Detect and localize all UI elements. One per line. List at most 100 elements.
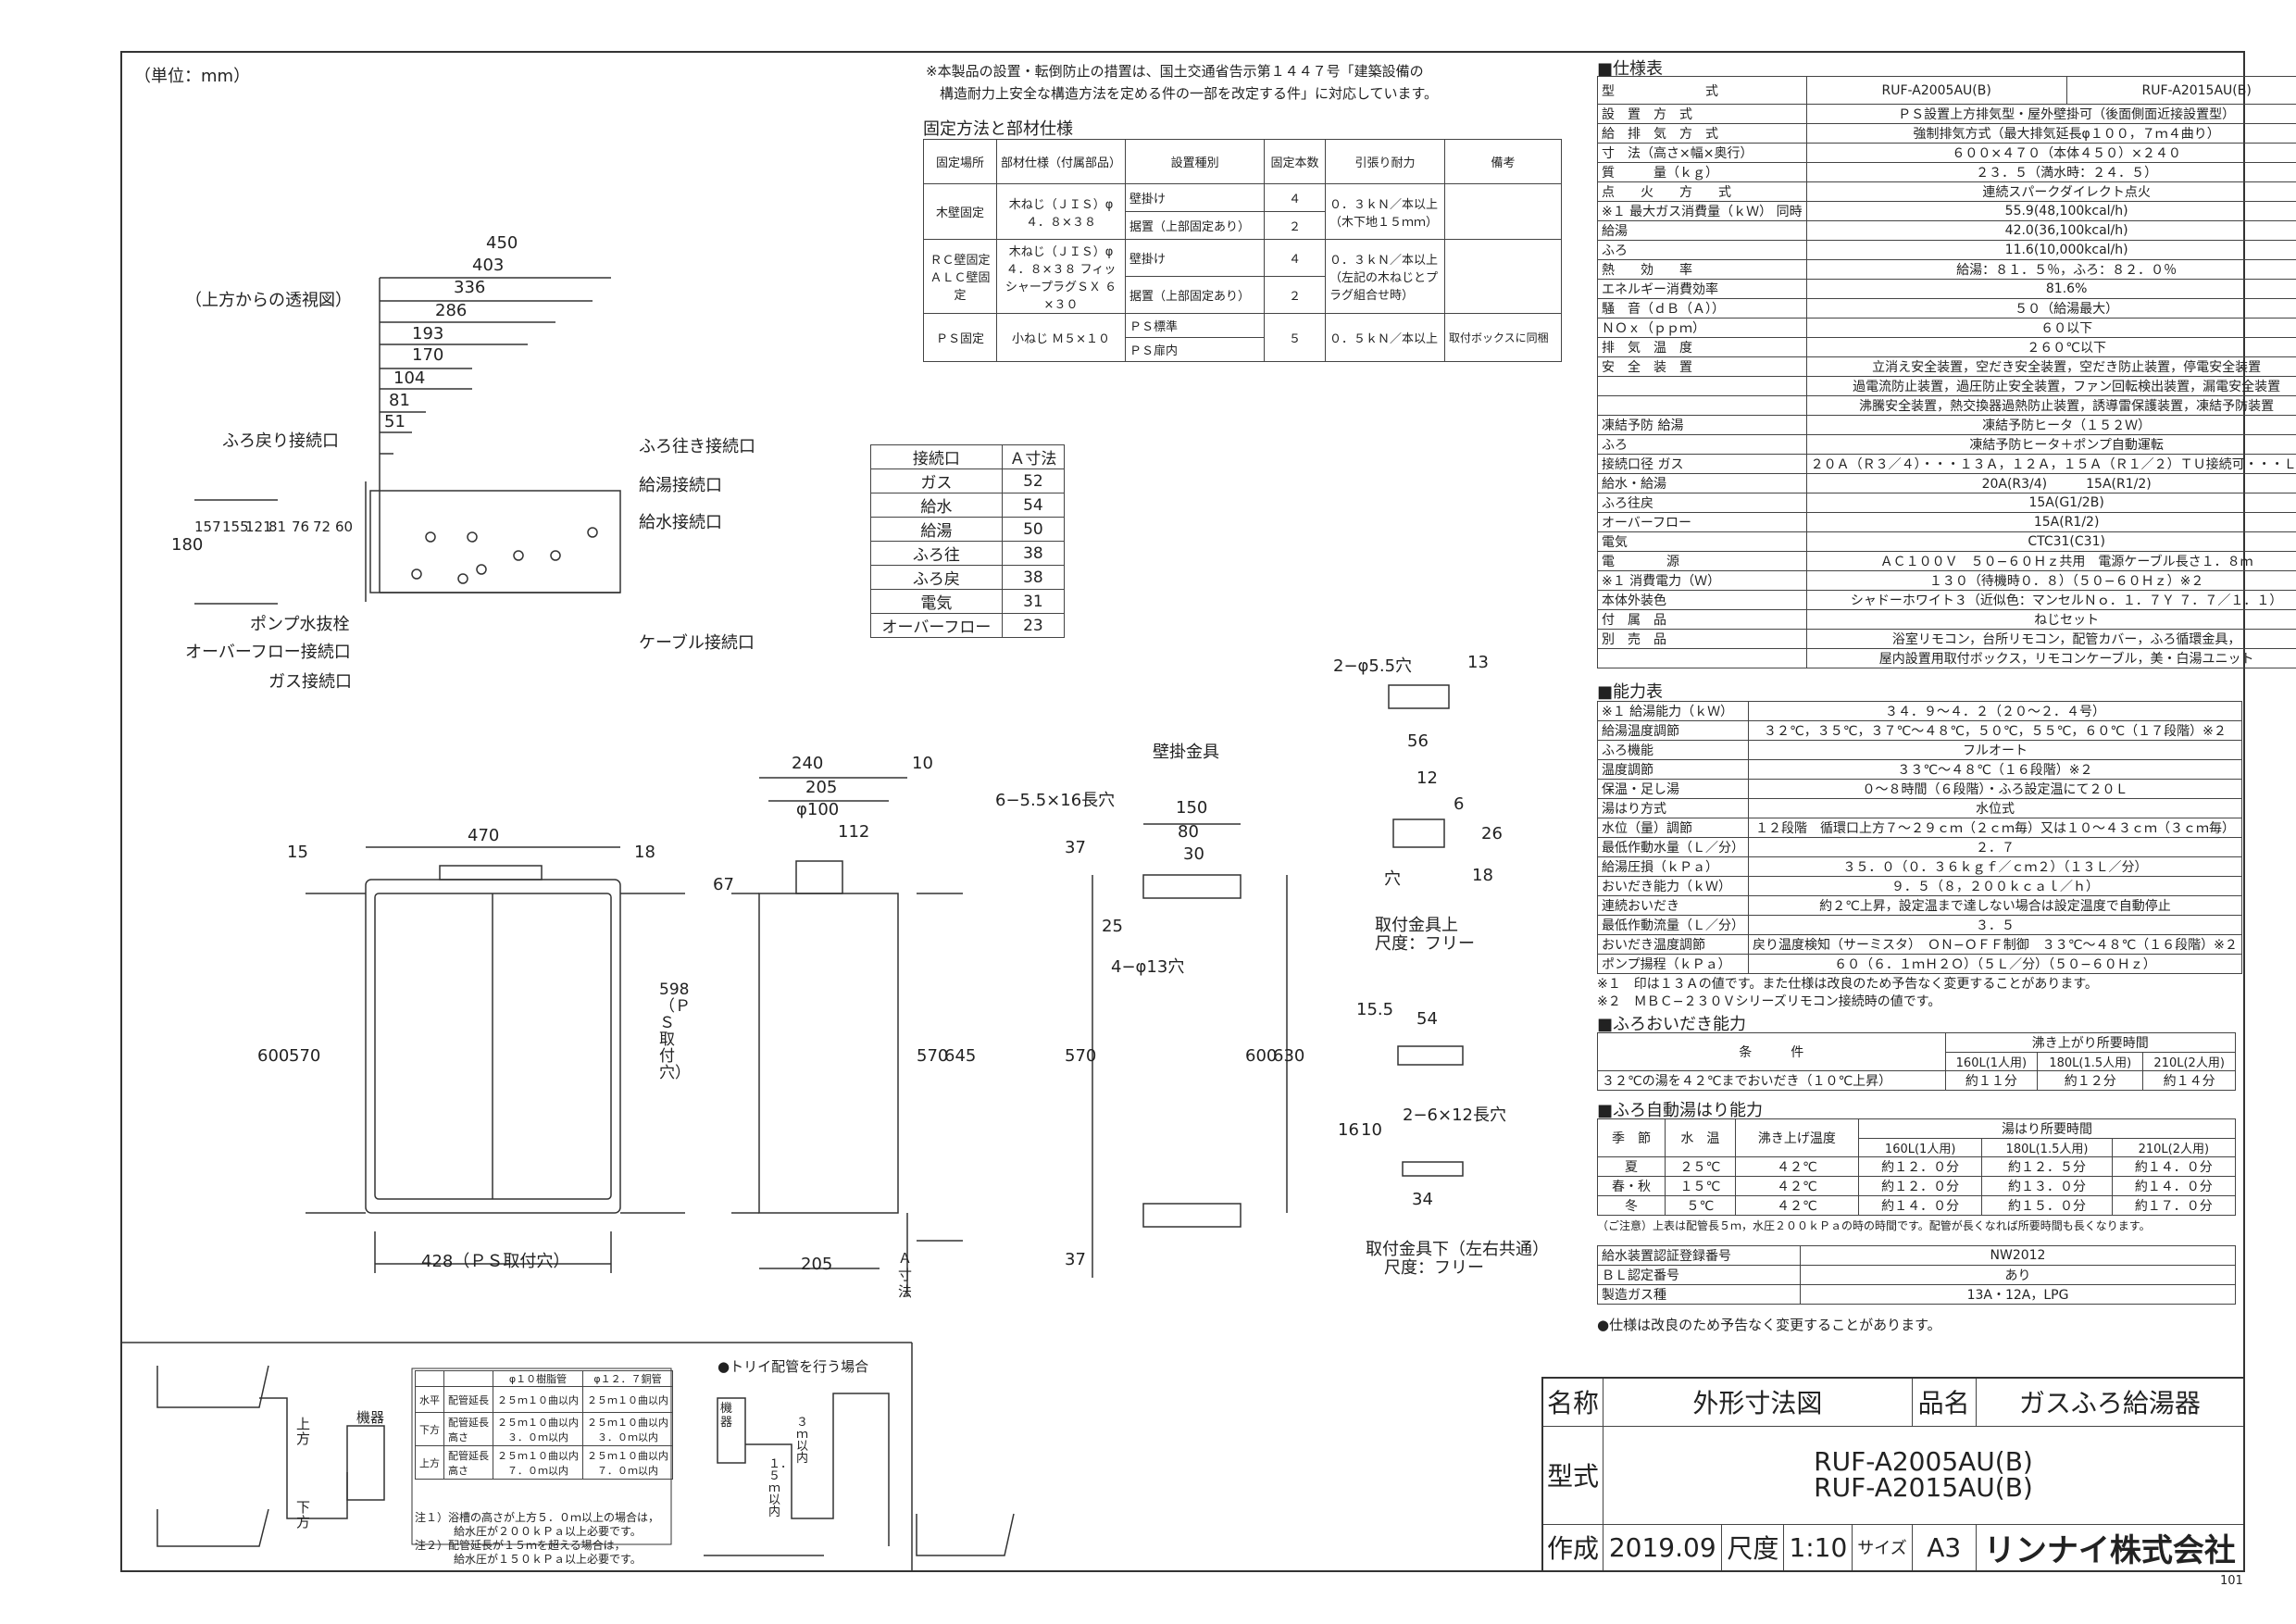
lower-caption: 取付金具下（左右共通）	[1366, 1240, 1549, 1259]
spec-row: 熱 効 率給湯：８１．５％，ふろ：８２．０％	[1597, 259, 2296, 280]
perf-row: おいだき温度調節戻り温度検知（サーミスタ） ＯＮ−ＯＦＦ制御 ３３℃〜４８℃（１…	[1597, 934, 2242, 955]
bracket-570: 570	[1065, 1046, 1097, 1066]
side-b205: 205	[801, 1255, 833, 1274]
bracket-600: 600	[1245, 1046, 1278, 1066]
front-570: 570	[289, 1046, 321, 1066]
upper-scale: 尺度：フリー	[1375, 934, 1475, 954]
perf-row: 最低作動流量（Ｌ／分）３．５	[1597, 915, 2242, 935]
piping-unit: 機器	[356, 1409, 385, 1426]
bracket-hole: 4−φ13穴	[1111, 957, 1185, 977]
notice-line1: ※本製品の設置・転倒防止の措置は、国土交通省告示第１４４７号「建築設備の	[926, 63, 1424, 80]
side-a-dim: Ａ寸法	[898, 1250, 913, 1300]
perf-row: 連続おいだき約２℃上昇，設定温まで達しない場合は設定温度で自動停止	[1597, 895, 2242, 916]
bracket-25: 25	[1102, 917, 1123, 936]
dim-193: 193	[412, 324, 444, 344]
upper-6: 6	[1454, 794, 1465, 814]
trap-unit: 機器	[720, 1402, 733, 1430]
piping-note1: 注１）浴槽の高さが上方５．０ｍ以上の場合は，	[415, 1511, 660, 1524]
spec-row: 本体外装色シャドーホワイト３（近似色：マンセルＮｏ．１．７Ｙ ７．７／１．１）	[1597, 590, 2296, 610]
callout-cable: ケーブル接続口	[639, 633, 755, 653]
spec-row: 騒 音（ｄＢ（Ａ））５０（給湯最大）	[1597, 298, 2296, 319]
yuhari-table: 季 節水 温沸き上げ温度湯はり所要時間 160L(1人用)180L(1.5人用)…	[1596, 1118, 2237, 1216]
cert-note: ●仕様は改良のため予告なく変更することがあります。	[1597, 1317, 1941, 1333]
vdim-157: 157	[194, 518, 221, 535]
side-112: 112	[838, 822, 870, 842]
callout-kyusui: 給水接続口	[639, 513, 722, 532]
upper-18: 18	[1472, 866, 1493, 885]
trap-3m: ３ｍ以内	[796, 1416, 809, 1466]
front-15: 15	[287, 843, 308, 862]
vdim-60: 60	[335, 518, 354, 535]
vdim-155: 155	[222, 518, 249, 535]
spec-row: 別 売 品浴室リモコン，台所リモコン，配管カバー，ふろ循環金具，	[1597, 629, 2296, 649]
dim-81: 81	[389, 391, 410, 410]
drawing-frame	[120, 51, 2245, 1572]
piping-down: 下方	[296, 1499, 311, 1530]
vdim-76: 76	[292, 518, 310, 535]
lower-scale: 尺度：フリー	[1384, 1258, 1484, 1278]
dim-51: 51	[384, 412, 406, 431]
front-ps-w: 428（ＰＳ取付穴）	[421, 1252, 570, 1271]
upper-13: 13	[1467, 653, 1489, 672]
perf-row: ポンプ揚程（ｋＰａ）６０（６．１ｍＨ２Ｏ）（５Ｌ／分）（５０−６０Ｈｚ）	[1597, 954, 2242, 974]
perf-title: ■能力表	[1597, 682, 1664, 702]
lower-34: 34	[1412, 1190, 1433, 1209]
yuhari-note: （ご注意）上表は配管長５ｍ，水圧２００ｋＰａの時の時間です。配管が長くなれば所要…	[1597, 1219, 2151, 1232]
callout-furo-modori: ふろ戻り接続口	[222, 431, 339, 451]
perf-note1: ※１ 印は１３Ａの値です。また仕様は改良のため予告なく変更することがあります。	[1597, 977, 2098, 992]
perf-row: 湯はり方式水位式	[1597, 798, 2242, 818]
upper-caption: 取付金具上	[1375, 916, 1458, 935]
spec-row: 沸騰安全装置，熱交換器過熱防止装置，誘導雷保護装置，凍結予防装置	[1597, 395, 2296, 416]
dim-403: 403	[472, 256, 505, 275]
upper-ana: 穴	[1384, 869, 1401, 889]
piping-note4: 給水圧が１５０ｋＰａ以上必要です。	[454, 1553, 642, 1566]
side-10: 10	[912, 754, 933, 773]
piping-note3: 注２）配管延長が１５ｍを超える場合は，	[415, 1539, 626, 1552]
side-d100: φ100	[796, 800, 840, 819]
piping-up: 上方	[296, 1416, 311, 1447]
spec-row: ＮＯｘ（ｐｐｍ）６０以下	[1597, 318, 2296, 338]
dim-336: 336	[454, 278, 486, 297]
bracket-630: 630	[1273, 1046, 1305, 1066]
spec-row: 給 排 気 方 式強制排気方式（最大排気延長φ１００，７ｍ４曲り）	[1597, 123, 2296, 144]
piping-note2: 給水圧が２００ｋＰａ以上必要です。	[454, 1525, 642, 1538]
top-view-label: （上方からの透視図）	[185, 291, 352, 310]
front-600: 600	[257, 1046, 290, 1066]
spec-row: 質 量（ｋｇ）２３．５（満水時：２４．５）	[1597, 162, 2296, 182]
upper-56: 56	[1407, 731, 1429, 751]
vdim-81: 81	[268, 518, 287, 535]
upper-26: 26	[1481, 824, 1503, 843]
callout-kyuto: 給湯接続口	[639, 476, 722, 495]
side-205: 205	[805, 778, 838, 797]
model-1: RUF-A2005AU(B)	[1814, 1446, 2033, 1477]
callout-furo-iki: ふろ往き接続口	[639, 437, 755, 456]
side-570: 570	[917, 1046, 949, 1066]
dim-170: 170	[412, 345, 444, 365]
spec-row: 屋内設置用取付ボックス，リモコンケーブル，美・白湯ユニット	[1597, 648, 2296, 668]
trap-15m: １．５ｍ以内	[768, 1457, 793, 1519]
perf-note2: ※２ ＭＢＣ−２３０Ｖシリーズリモコン接続時の値です。	[1597, 994, 1941, 1009]
bracket-b37: 37	[1065, 1250, 1086, 1269]
callout-overflow: オーバーフロー接続口	[185, 643, 351, 662]
spec-row: 凍結予防 給湯凍結予防ヒータ（１５２Ｗ）	[1597, 415, 2296, 435]
bracket-30: 30	[1183, 844, 1204, 864]
bracket-slot: 6−5.5×16長穴	[995, 791, 1116, 810]
perf-row: 最低作動水量（Ｌ／分）２．７	[1597, 837, 2242, 857]
yuhari-title: ■ふろ自動湯はり能力	[1597, 1101, 1764, 1120]
